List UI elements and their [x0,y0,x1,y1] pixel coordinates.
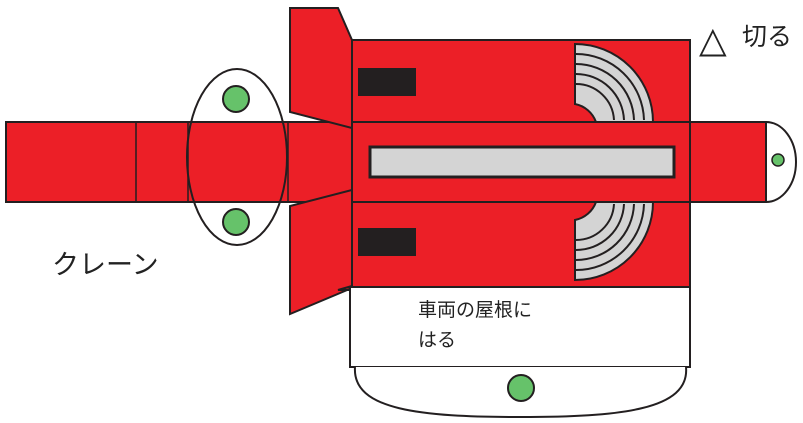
glue-point-icon [222,208,250,236]
wheel-groove [575,82,615,121]
top-panel [368,145,676,179]
crane-boom [5,121,353,203]
wheel-arc-upper [574,42,655,123]
glue-point-icon [222,85,250,113]
wheel-groove [575,72,625,121]
wheel-arc-lower [574,201,655,282]
wheel-groove [575,203,645,271]
roof-instruction-line2: はる [418,329,456,351]
roof-panel [349,286,691,419]
cut-mark-icon: △ [699,20,727,61]
glue-point-icon [771,153,785,167]
boom-strip [5,121,353,203]
glue-point-icon [507,374,535,402]
crane-label: クレーン [52,250,159,281]
boom-tab-oval [186,68,288,246]
wheel-groove [575,63,635,121]
wheel-groove [575,53,645,121]
wheel-upper [574,42,655,123]
wheel-groove [575,203,615,242]
wheel-lower [574,201,655,282]
window-upper [358,68,416,96]
wheel-groove [575,203,625,252]
end-flap-rect [689,121,767,203]
roof-instruction-line1: 車両の屋根に [418,299,532,321]
cut-label: 切る [742,22,792,51]
wheel-groove [575,203,635,261]
end-flap [689,120,797,204]
boom-glue-tab [186,68,288,246]
window-lower [358,228,416,256]
